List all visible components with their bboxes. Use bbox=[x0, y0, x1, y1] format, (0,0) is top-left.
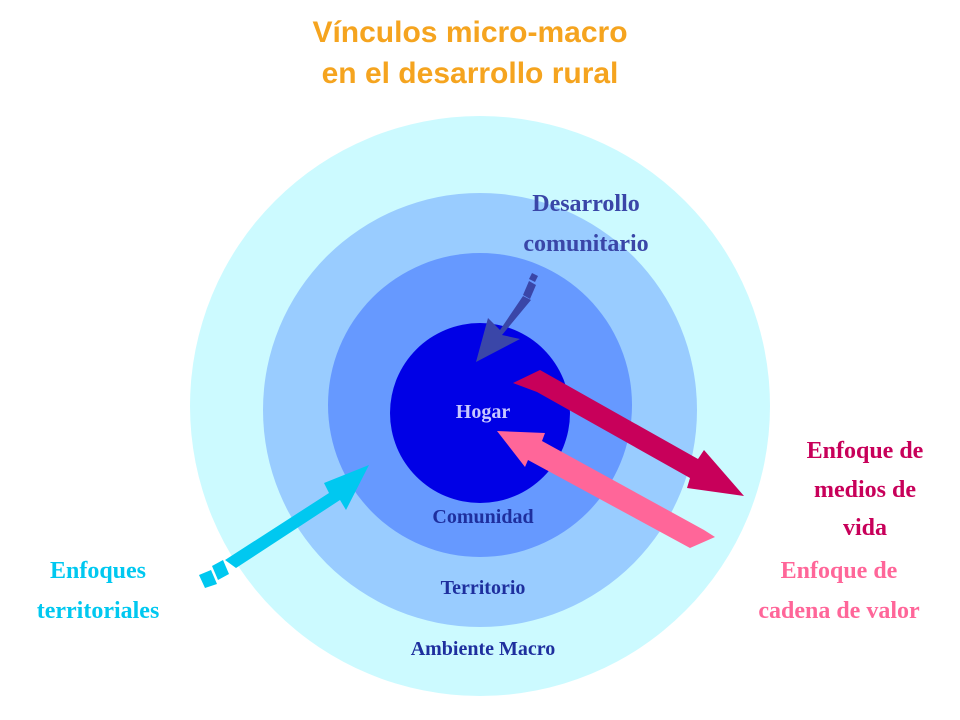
cadena-label-line-1: Enfoque de bbox=[781, 558, 898, 584]
hogar-label: Hogar bbox=[456, 401, 511, 423]
desarrollo-label-line-1: Desarrollo bbox=[532, 191, 640, 217]
desarrollo-label-line-2: comunitario bbox=[523, 231, 648, 257]
enfoques-territoriales-arrow bbox=[199, 465, 369, 588]
comunidad-label: Comunidad bbox=[432, 506, 533, 528]
cadena-label-line-2: cadena de valor bbox=[758, 598, 920, 624]
desarrollo-comunitario-label: Desarrollo comunitario bbox=[523, 191, 648, 257]
medios-label-line-1: Enfoque de bbox=[807, 438, 924, 464]
territorio-label: Territorio bbox=[441, 577, 526, 599]
cadena-de-valor-label: Enfoque de cadena de valor bbox=[758, 558, 920, 624]
ambiente-macro-label: Ambiente Macro bbox=[411, 638, 556, 660]
desarrollo-comunitario-arrow bbox=[476, 273, 538, 362]
medios-de-vida-label: Enfoque de medios de vida bbox=[807, 438, 924, 541]
title-line-1: Vínculos micro-macro bbox=[312, 16, 627, 49]
medios-label-line-2: medios de bbox=[814, 477, 916, 503]
enfoques-territoriales-label: Enfoques territoriales bbox=[37, 558, 160, 624]
title-line-2: en el desarrollo rural bbox=[322, 57, 619, 90]
territoriales-label-line-1: Enfoques bbox=[50, 558, 146, 584]
territoriales-label-line-2: territoriales bbox=[37, 598, 160, 624]
medios-de-vida-arrow bbox=[513, 370, 744, 496]
cadena-de-valor-arrow bbox=[497, 431, 715, 548]
medios-label-line-3: vida bbox=[843, 515, 887, 541]
